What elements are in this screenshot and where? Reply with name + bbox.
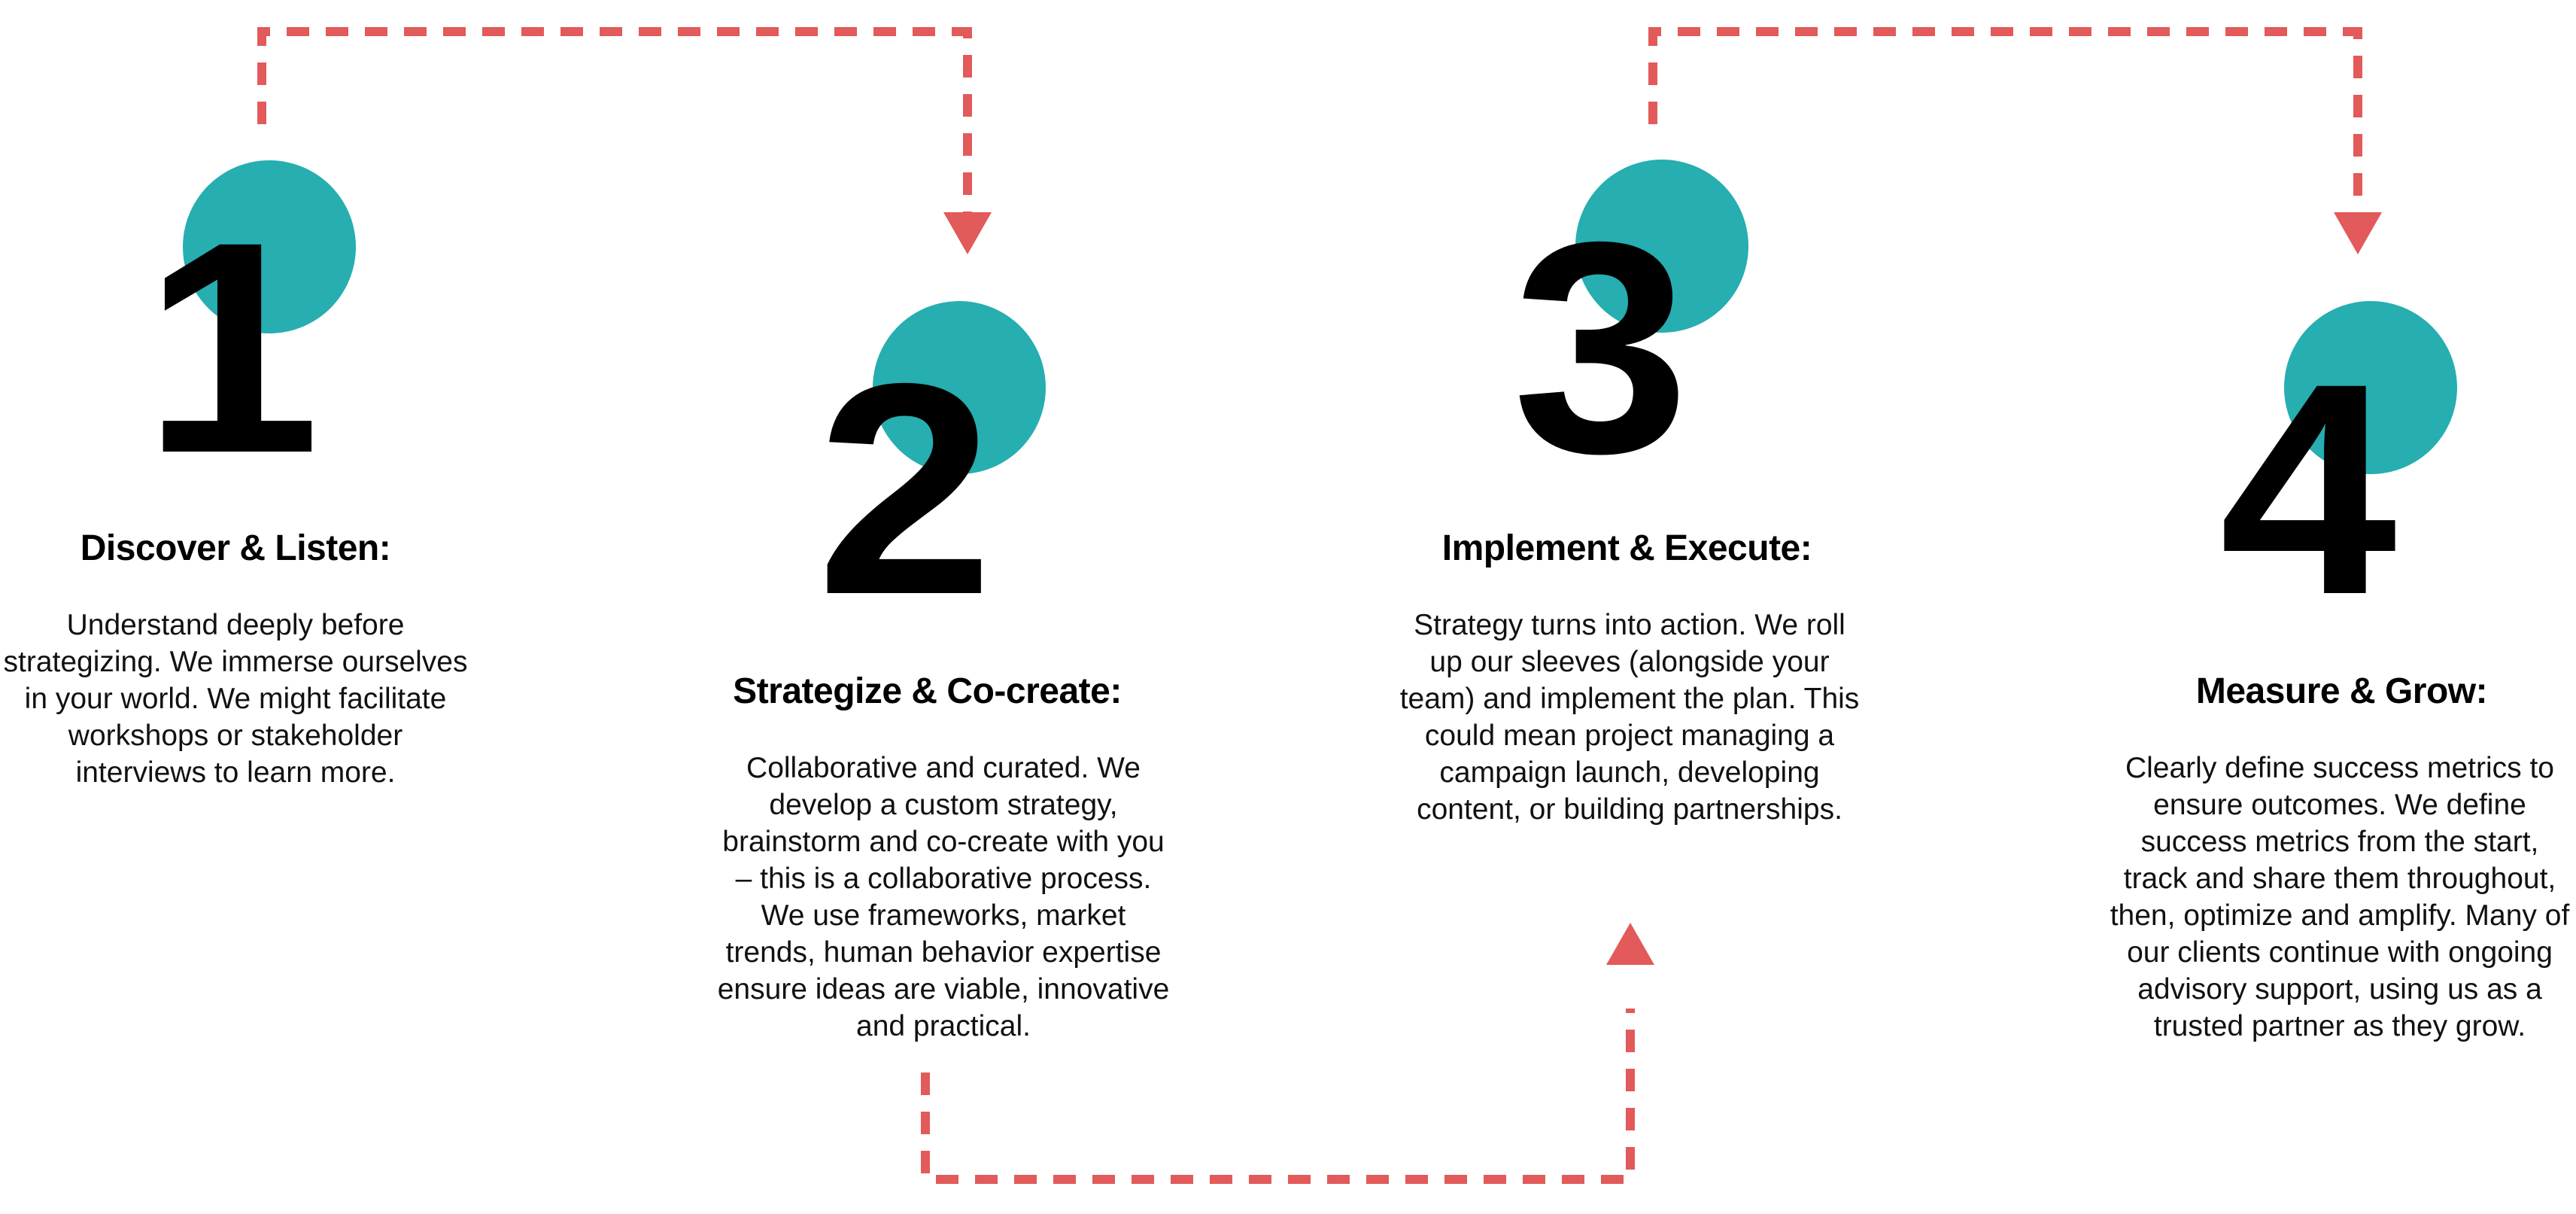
arrowhead-down-icon [2334,212,2382,254]
step-1-description: Understand deeply before strategizing. W… [3,609,468,789]
arrowhead-down-icon [943,212,992,254]
step-4-number: 4 [2219,321,2397,657]
step-1: 1 Discover & Listen: Understand deeply b… [0,0,481,903]
step-3-number: 3 [1512,179,1690,516]
step-1-title: Discover & Listen: [80,528,391,568]
step-2-circle-icon [873,301,1046,474]
connector-arrow-2-to-3 [921,1009,1635,1184]
step-3-circle-icon [1575,160,1748,333]
step-3: 3 Implement & Execute: Strategy turns in… [1399,160,1860,826]
step-4-description: Clearly define success metrics to ensure… [2110,752,2570,1042]
connector-arrow-1-to-2 [257,27,972,212]
step-4: 4 Measure & Grow: Clearly define success… [2110,301,2570,1042]
step-2-number: 2 [816,321,994,657]
step-3-description: Strategy turns into action. We roll up o… [1399,609,1860,826]
arrowhead-up-icon [1606,923,1654,965]
step-2: 2 Strategize & Co-create: Collaborative … [0,0,1204,1091]
connector-arrow-3-to-4 [1648,27,2362,212]
step-2-description: Collaborative and curated. We develop a … [717,752,1170,1042]
step-2-title: Strategize & Co-create: [733,671,1122,711]
step-1-number: 1 [143,179,320,516]
step-3-title: Implement & Execute: [1441,528,1812,568]
step-4-title: Measure & Grow: [2195,671,2488,711]
step-4-circle-icon [2284,301,2457,474]
step-1-circle-icon [183,160,356,333]
